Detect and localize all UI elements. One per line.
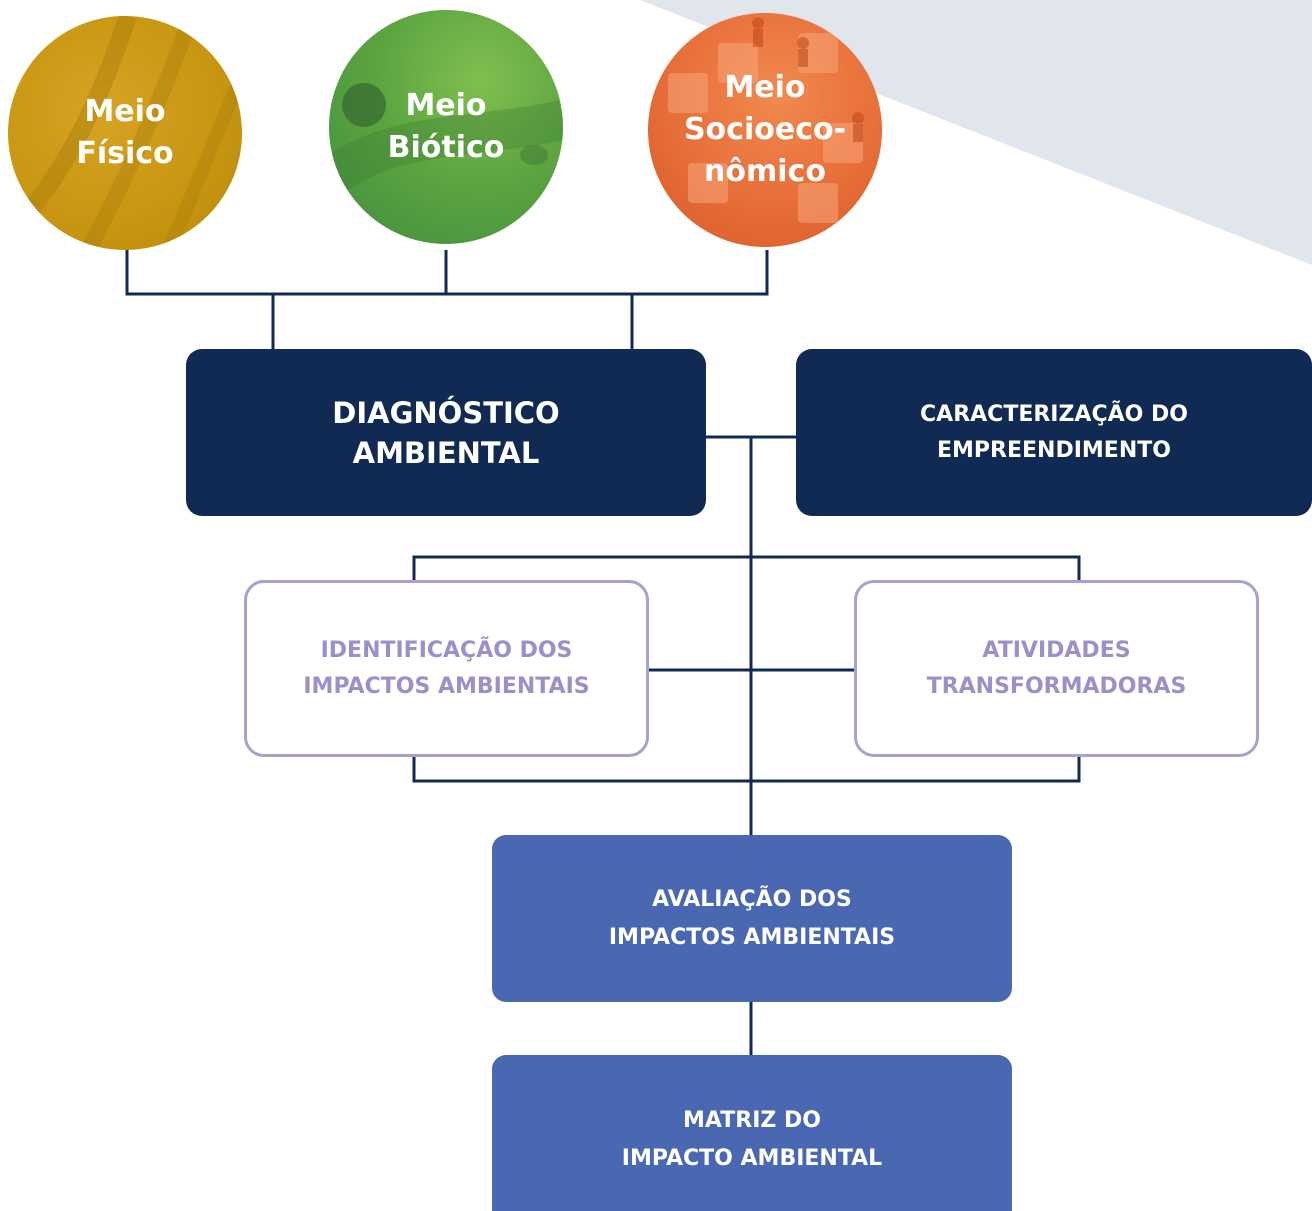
identificacao-impactos-box: IDENTIFICAÇÃO DOS IMPACTOS AMBIENTAIS — [244, 580, 649, 757]
meio-biotico-line1: Meio — [405, 88, 487, 123]
matriz-line2: IMPACTO AMBIENTAL — [621, 1146, 883, 1171]
diagnostico-line1: DIAGNÓSTICO — [332, 395, 560, 430]
meio-fisico-circle: Meio Físico — [8, 16, 242, 250]
matriz-impacto-box: MATRIZ DO IMPACTO AMBIENTAL — [492, 1055, 1012, 1211]
identificacao-line2: IMPACTOS AMBIENTAIS — [303, 673, 590, 699]
diagnostico-ambiental-box: DIAGNÓSTICO AMBIENTAL — [186, 349, 706, 516]
meio-fisico-line1: Meio — [84, 94, 166, 129]
avaliacao-line1: AVALIAÇÃO DOS — [652, 886, 852, 912]
meio-biotico-line2: Biótico — [387, 130, 505, 165]
snake-texture-icon — [329, 83, 563, 196]
atividades-transformadoras-box: ATIVIDADES TRANSFORMADORAS — [854, 580, 1259, 757]
caracterizacao-empreendimento-box: CARACTERIZAÇÃO DO EMPREENDIMENTO — [796, 349, 1312, 516]
meio-socioeconomico-circle: Meio Socioeco- nômico — [648, 13, 882, 247]
atividades-line1: ATIVIDADES — [982, 637, 1131, 663]
caracterizacao-line1: CARACTERIZAÇÃO DO — [920, 401, 1188, 427]
meio-fisico-line2: Físico — [76, 136, 174, 171]
avaliacao-impactos-box: AVALIAÇÃO DOS IMPACTOS AMBIENTAIS — [492, 835, 1012, 1002]
matriz-line1: MATRIZ DO — [683, 1108, 821, 1133]
soil-texture-icon — [11, 16, 242, 250]
meio-socio-line1: Meio — [724, 70, 806, 105]
meio-socio-line3: nômico — [704, 154, 826, 189]
people-texture-icon — [668, 17, 864, 223]
avaliacao-line2: IMPACTOS AMBIENTAIS — [608, 924, 896, 950]
caracterizacao-line2: EMPREENDIMENTO — [937, 437, 1171, 463]
diagnostico-line2: AMBIENTAL — [352, 435, 540, 470]
atividades-line2: TRANSFORMADORAS — [926, 673, 1187, 699]
meio-socio-line2: Socioeco- — [683, 112, 847, 147]
meio-biotico-circle: Meio Biótico — [329, 10, 563, 244]
identificacao-line1: IDENTIFICAÇÃO DOS — [320, 637, 573, 663]
